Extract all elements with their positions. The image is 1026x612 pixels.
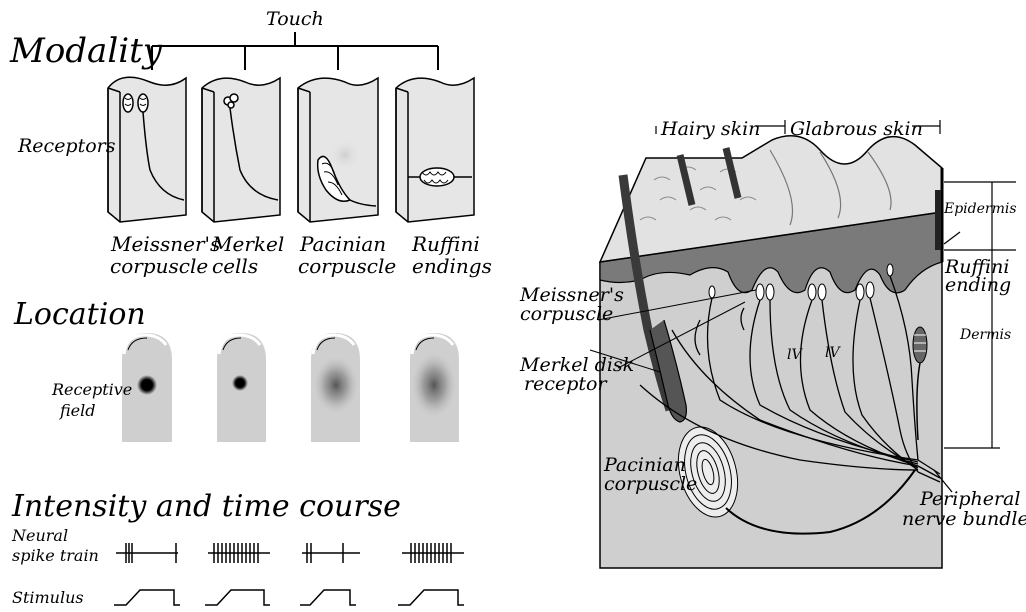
pacinian-label-2: corpuscle: [604, 475, 697, 494]
spike-train-merkel: [208, 543, 270, 563]
receptor-name-merkel-2: cells: [212, 256, 258, 276]
receptor-name-pacinian-2: corpuscle: [298, 256, 396, 276]
meissner-label-2: corpuscle: [520, 305, 613, 324]
receptor-name-merkel-1: Merkel: [212, 234, 284, 254]
neural-spike-label-1: Neural: [12, 528, 68, 544]
intensity-heading: Intensity and time course: [12, 492, 401, 522]
peripheral-label-1: Peripheral: [920, 490, 1020, 509]
modality-heading: Modality: [10, 34, 162, 68]
receptor-block-ruffini: [396, 78, 474, 222]
peripheral-label-2: nerve bundle: [902, 510, 1026, 529]
stimulus-traces: [114, 590, 464, 605]
fingertip-2: [217, 333, 266, 442]
hairy-skin-label: Hairy skin: [661, 120, 760, 139]
receptor-name-ruffini-2: endings: [412, 256, 492, 276]
nerve-mark-2: lV: [825, 346, 840, 360]
receptor-name-pacinian-1: Pacinian: [300, 234, 386, 254]
touch-label: Touch: [266, 10, 324, 29]
receptor-name-meissner-1: Meissner's: [111, 234, 220, 254]
location-heading: Location: [14, 300, 146, 330]
fingertip-4: [410, 333, 459, 442]
receptor-name-meissner-2: corpuscle: [110, 256, 208, 276]
nerve-mark-1: lV: [787, 348, 802, 362]
touch-bracket: [152, 32, 438, 70]
merkel-label-2: receptor: [524, 375, 607, 394]
receptor-block-meissner: [108, 77, 186, 222]
receptor-block-merkel: [202, 78, 280, 222]
fingertip-3: [311, 333, 360, 442]
receptor-name-ruffini-1: Ruffini: [412, 234, 480, 254]
glabrous-skin-label: Glabrous skin: [790, 120, 923, 139]
ruffini-label-2: ending: [945, 276, 1011, 295]
stimulus-label: Stimulus: [12, 590, 84, 606]
neural-spike-label-2: spike train: [12, 548, 99, 564]
receptors-label: Receptors: [18, 137, 116, 156]
spike-train-ruffini: [402, 543, 464, 563]
receptor-block-pacinian: [298, 78, 378, 222]
epidermis-label: Epidermis: [944, 202, 1017, 216]
receptive-field-label-1: Receptive: [52, 382, 132, 398]
spike-train-pacinian: [302, 543, 360, 563]
dermis-label: Dermis: [960, 328, 1011, 342]
spike-train-meissner: [116, 543, 178, 563]
receptive-field-label-2: field: [60, 403, 96, 419]
